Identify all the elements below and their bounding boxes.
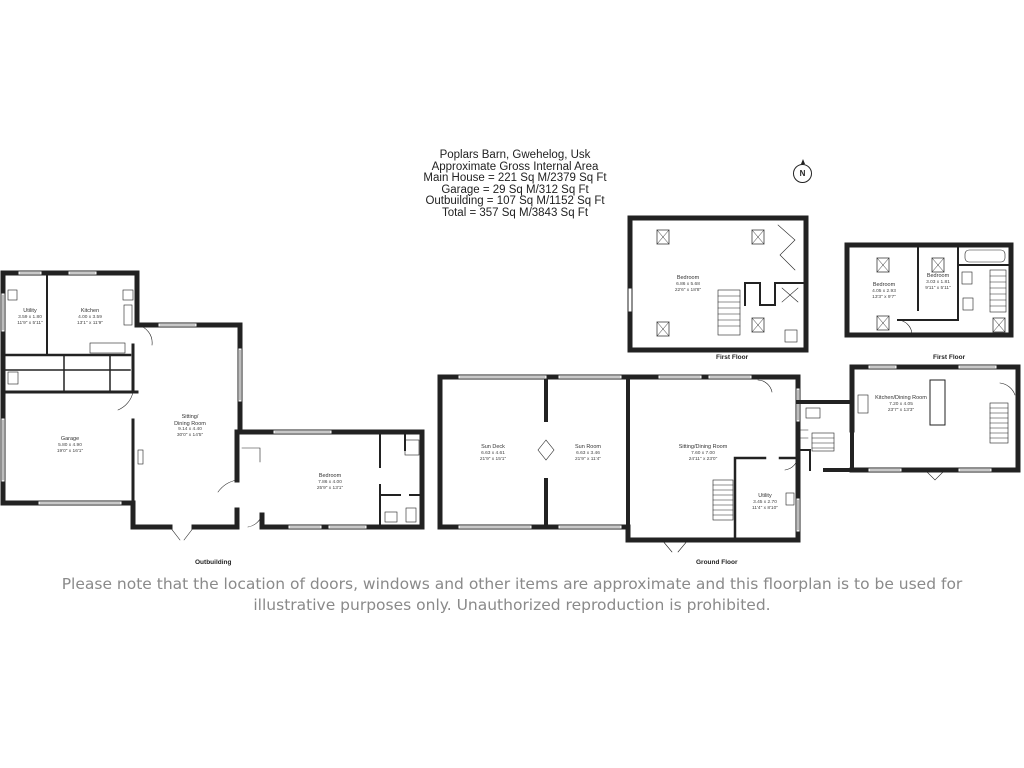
room-dims: 7.60 x 7.00: [691, 450, 715, 456]
room-dims-imperial: 11'9" x 5'11": [17, 320, 43, 326]
room-name: Kitchen/Dining Room: [875, 395, 927, 401]
room-dims: 3.45 x 2.70: [753, 499, 777, 505]
room-dims: 6.63 x 3.46: [576, 450, 600, 456]
room-dims-imperial: 13'1" x 11'9": [77, 320, 103, 326]
room-dims: 4.05 x 2.93: [872, 288, 896, 294]
room-dims: 3.03 x 1.81: [926, 279, 950, 285]
main-house-area: Main House = 221 Sq M/2379 Sq Ft: [423, 172, 607, 184]
compass-label: N: [799, 169, 806, 178]
room-dims-imperial: 21'9" x 15'1": [479, 456, 507, 462]
room-name: Bedroom: [318, 473, 342, 479]
room-dims: 3.59 x 1.80: [18, 314, 42, 320]
room-dims-imperial: 30'0" x 14'5": [176, 433, 204, 438]
north-compass-icon: N: [793, 159, 812, 183]
room-label-garage: Garage 5.80 x 4.90 19'0" x 16'1": [45, 436, 95, 455]
floor-label-ground-floor: Ground Floor: [696, 559, 738, 566]
room-name: Utility: [758, 493, 772, 499]
room-label-utility-ground: Utility 3.45 x 2.70 11'4" x 8'10": [745, 493, 785, 512]
disclaimer-text: Please note that the location of doors, …: [61, 575, 963, 614]
room-label-sun-deck: Sun Deck 6.63 x 4.61 21'9" x 15'1": [468, 444, 518, 463]
room-name: Bedroom: [676, 275, 700, 281]
room-dims: 7.20 x 4.05: [889, 401, 913, 407]
room-label-sitting-dining-outbuilding: Sitting/ Dining Room 9.14 x 4.40 30'0" x…: [165, 414, 215, 439]
room-label-sitting-dining-ground: Sitting/Dining Room 7.60 x 7.00 24'11" x…: [668, 444, 738, 463]
room-name: Sun Deck: [481, 444, 505, 450]
room-label-kitchen-dining: Kitchen/Dining Room 7.20 x 4.05 23'7" x …: [868, 395, 934, 414]
area-title: Approximate Gross Internal Area: [431, 160, 599, 173]
outbuilding-plan: [0, 270, 425, 541]
room-name: Sitting/Dining Room: [678, 444, 728, 450]
room-label-sun-room: Sun Room 6.63 x 3.46 21'9" x 11'4": [563, 444, 613, 463]
room-name: Bedroom: [926, 273, 950, 279]
ground-floor-plan: [437, 374, 801, 553]
first-floor-right-plan: [844, 242, 1014, 338]
room-label-bedroom-first-b: Bedroom 3.03 x 1.81 9'11" x 5'11": [919, 273, 957, 292]
floor-label-first-floor-left: First Floor: [716, 354, 749, 361]
floor-label-first-floor-right: First Floor: [933, 354, 966, 361]
room-label-bedroom-outbuilding: Bedroom 7.86 x 4.00 25'9" x 13'1": [305, 473, 355, 492]
room-dims-imperial: 21'9" x 11'4": [575, 456, 601, 462]
room-label-bedroom-first-a: Bedroom 4.05 x 2.93 13'3" x 9'7": [862, 282, 906, 301]
room-dims-imperial: 19'0" x 16'1": [56, 448, 84, 454]
room-name: Bedroom: [872, 282, 896, 288]
room-dims: 9.14 x 4.40: [178, 427, 202, 432]
first-floor-main-plan: [627, 215, 809, 353]
garage-area: Garage = 29 Sq M/312 Sq Ft: [441, 183, 589, 196]
room-name: Sitting/: [181, 414, 199, 420]
room-dims-imperial: 25'9" x 13'1": [316, 485, 344, 491]
room-name: Kitchen: [80, 308, 100, 314]
room-name-line2: Dining Room: [174, 420, 206, 427]
room-dims: 5.80 x 4.90: [58, 442, 82, 448]
room-name: Utility: [23, 308, 37, 314]
room-dims: 6.86 x 5.68: [676, 281, 700, 287]
area-summary: Poplars Barn, Gwehelog, Usk Approximate …: [395, 149, 635, 219]
room-dims-imperial: 23'7" x 13'3": [887, 407, 915, 413]
total-area: Total = 357 Sq M/3843 Sq Ft: [441, 206, 589, 219]
room-dims: 4.00 x 3.59: [78, 314, 102, 320]
room-label-kitchen-outbuilding: Kitchen 4.00 x 3.59 13'1" x 11'9": [70, 308, 110, 327]
room-label-bedroom-first-main: Bedroom 6.86 x 5.68 22'6" x 18'8": [663, 275, 713, 294]
room-dims: 7.86 x 4.00: [318, 479, 342, 485]
room-dims-imperial: 22'6" x 18'8": [674, 287, 702, 293]
room-dims-imperial: 13'3" x 9'7": [872, 294, 896, 300]
outbuilding-area: Outbuilding = 107 Sq M/1152 Sq Ft: [425, 195, 605, 207]
room-dims: 6.63 x 4.61: [481, 450, 505, 456]
room-name: Sun Room: [575, 444, 601, 450]
kitchen-wing-plan: [796, 364, 1021, 481]
room-dims-imperial: 24'11" x 23'0": [688, 456, 718, 462]
room-label-utility-outbuilding: Utility 3.59 x 1.80 11'9" x 5'11": [12, 308, 48, 327]
room-dims-imperial: 11'4" x 8'10": [752, 505, 778, 511]
room-name: Garage: [60, 436, 80, 442]
room-dims-imperial: 9'11" x 5'11": [925, 285, 951, 291]
property-address: Poplars Barn, Gwehelog, Usk: [439, 149, 591, 161]
floor-label-outbuilding: Outbuilding: [195, 559, 232, 566]
